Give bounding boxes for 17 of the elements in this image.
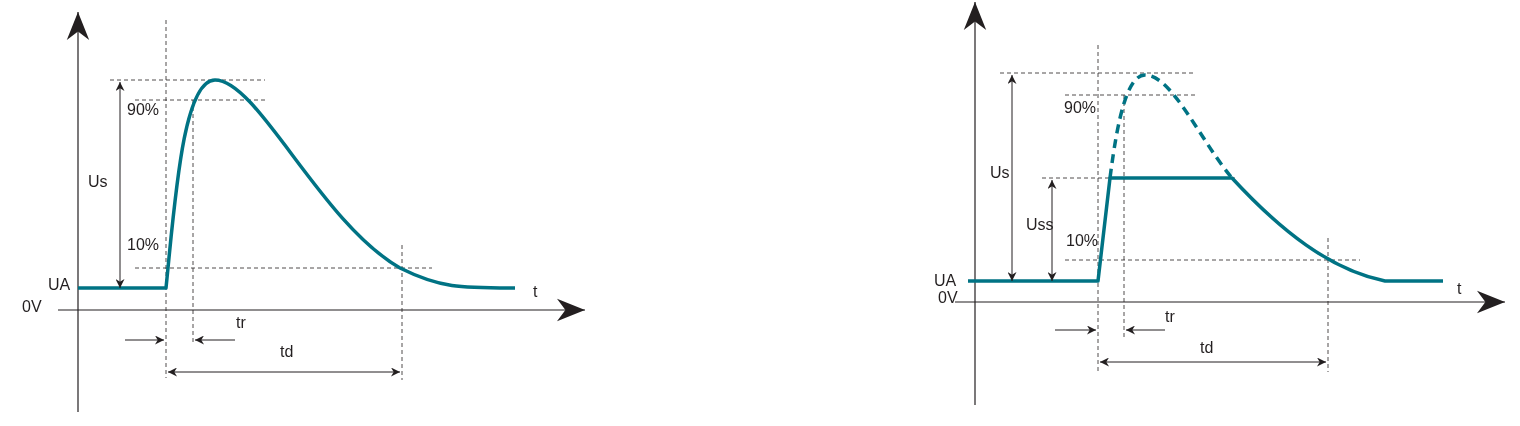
axis-label: 0V (938, 289, 958, 307)
time-label: td (1200, 339, 1214, 357)
axis-label: t (1457, 280, 1462, 298)
time-label: td (280, 343, 294, 361)
percent-label: 90% (1064, 99, 1097, 117)
time-label: tr (1165, 308, 1175, 326)
percent-label: 10% (1066, 232, 1099, 250)
axis-label: UA (934, 272, 957, 290)
axis-label: UA (48, 276, 71, 294)
voltage-label: Us (990, 164, 1010, 182)
time-label: tr (236, 314, 246, 332)
percent-label: 10% (127, 236, 160, 254)
axis-label: 0V (22, 298, 42, 316)
percent-label: 90% (127, 101, 160, 119)
voltage-label: Uss (1026, 216, 1054, 234)
voltage-label: Us (88, 173, 108, 191)
axis-label: t (533, 283, 538, 301)
